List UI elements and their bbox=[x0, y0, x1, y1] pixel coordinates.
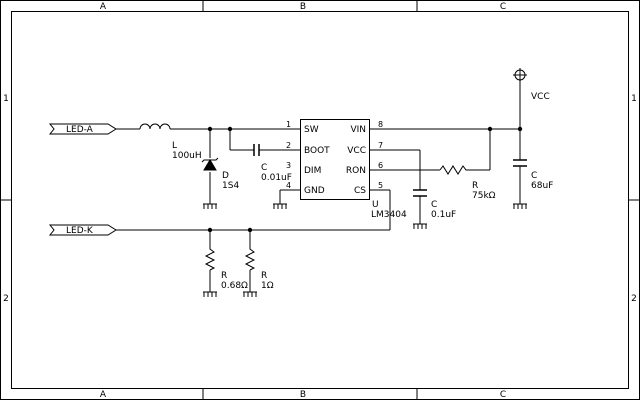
diode-d[interactable]: D 1S4 bbox=[201, 157, 239, 191]
r-on-ref: R bbox=[472, 181, 478, 191]
inductor-value: 100uH bbox=[172, 151, 202, 161]
r-sense1-ref: R bbox=[221, 271, 227, 281]
ic-pin2-name: BOOT bbox=[304, 146, 330, 156]
ic-pin4-num: 4 bbox=[286, 181, 291, 190]
c-vcc-value: 0.1uF bbox=[431, 210, 456, 220]
row-label-1-left: 1 bbox=[3, 94, 9, 104]
capacitor-boot[interactable]: C 0.01uF bbox=[253, 144, 292, 183]
ic-pin2-num: 2 bbox=[286, 141, 291, 150]
ic-pin5-num: 5 bbox=[378, 181, 383, 190]
ground-symbols bbox=[203, 203, 527, 297]
vcc-power-symbol[interactable]: VCC bbox=[513, 68, 550, 102]
port-led-a[interactable]: LED-A bbox=[48, 123, 117, 135]
port-led-k-label: LED-K bbox=[66, 226, 94, 236]
inductor-ref: L bbox=[172, 141, 177, 151]
diode-ref: D bbox=[222, 171, 229, 181]
ic-pin6-name: RON bbox=[346, 166, 366, 176]
col-label-a-top: A bbox=[100, 2, 107, 12]
ic-pin8-num: 8 bbox=[378, 120, 383, 129]
junction-dot bbox=[227, 126, 233, 132]
ic-pin7-name: VCC bbox=[347, 146, 366, 156]
r-on-value: 75kΩ bbox=[472, 191, 496, 201]
ground-icon bbox=[243, 291, 257, 297]
c-boot-ref: C bbox=[261, 163, 267, 173]
ic-pin1-num: 1 bbox=[286, 120, 291, 129]
row-label-1-right: 1 bbox=[631, 94, 637, 104]
port-led-a-label: LED-A bbox=[66, 125, 94, 135]
r-sense2-value: 1Ω bbox=[261, 281, 274, 291]
junction-dot bbox=[207, 227, 213, 233]
row-label-2-left: 2 bbox=[3, 294, 9, 304]
junction-dot bbox=[207, 126, 213, 132]
row-label-2-right: 2 bbox=[631, 294, 637, 304]
r-sense1-value: 0.68Ω bbox=[221, 281, 248, 291]
r-sense2-ref: R bbox=[261, 271, 267, 281]
junction-dot bbox=[487, 126, 493, 132]
col-label-c-top: C bbox=[500, 2, 506, 12]
col-label-a-bottom: A bbox=[100, 390, 107, 400]
c-in-ref: C bbox=[531, 171, 537, 181]
ic-ref: U bbox=[372, 200, 379, 210]
ic-pin3-name: DIM bbox=[304, 166, 321, 176]
ic-pin1-name: SW bbox=[304, 125, 319, 135]
ic-pin4-name: GND bbox=[304, 186, 325, 196]
col-label-b-bottom: B bbox=[300, 390, 306, 400]
ground-icon bbox=[203, 203, 217, 209]
c-in-value: 68uF bbox=[531, 181, 553, 191]
junction-dot bbox=[247, 227, 253, 233]
ic-pin3-num: 3 bbox=[286, 161, 291, 170]
resistor-ron[interactable]: R 75kΩ bbox=[439, 165, 496, 201]
ic-pin5-name: CS bbox=[354, 186, 366, 196]
c-boot-value: 0.01uF bbox=[261, 173, 292, 183]
resistor-sense-2[interactable]: R 1Ω bbox=[244, 246, 274, 291]
ic-pin6-num: 6 bbox=[378, 161, 383, 170]
ic-part: LM3404 bbox=[371, 210, 407, 220]
vcc-label: VCC bbox=[531, 92, 550, 102]
ic-pin8-name: VIN bbox=[350, 125, 366, 135]
capacitor-input[interactable]: C 68uF bbox=[513, 159, 553, 191]
diode-value: 1S4 bbox=[222, 181, 239, 191]
port-led-k[interactable]: LED-K bbox=[48, 224, 117, 236]
wires bbox=[116, 80, 521, 292]
c-vcc-ref: C bbox=[431, 200, 437, 210]
ground-icon bbox=[413, 223, 427, 229]
col-label-b-top: B bbox=[300, 2, 306, 12]
capacitor-vcc[interactable]: C 0.1uF bbox=[413, 189, 456, 220]
col-label-c-bottom: C bbox=[500, 390, 506, 400]
ground-icon bbox=[273, 203, 287, 209]
ground-icon bbox=[203, 291, 217, 297]
ic-pin7-num: 7 bbox=[378, 141, 383, 150]
inductor-l[interactable]: L 100uH bbox=[139, 123, 202, 161]
ground-icon bbox=[513, 203, 527, 209]
ic-lm3404[interactable]: 1 2 3 4 SW BOOT DIM GND VIN VCC RON CS 8… bbox=[286, 119, 407, 221]
junctions bbox=[207, 126, 523, 233]
resistor-sense-1[interactable]: R 0.68Ω bbox=[204, 246, 248, 291]
junction-dot bbox=[517, 126, 523, 132]
